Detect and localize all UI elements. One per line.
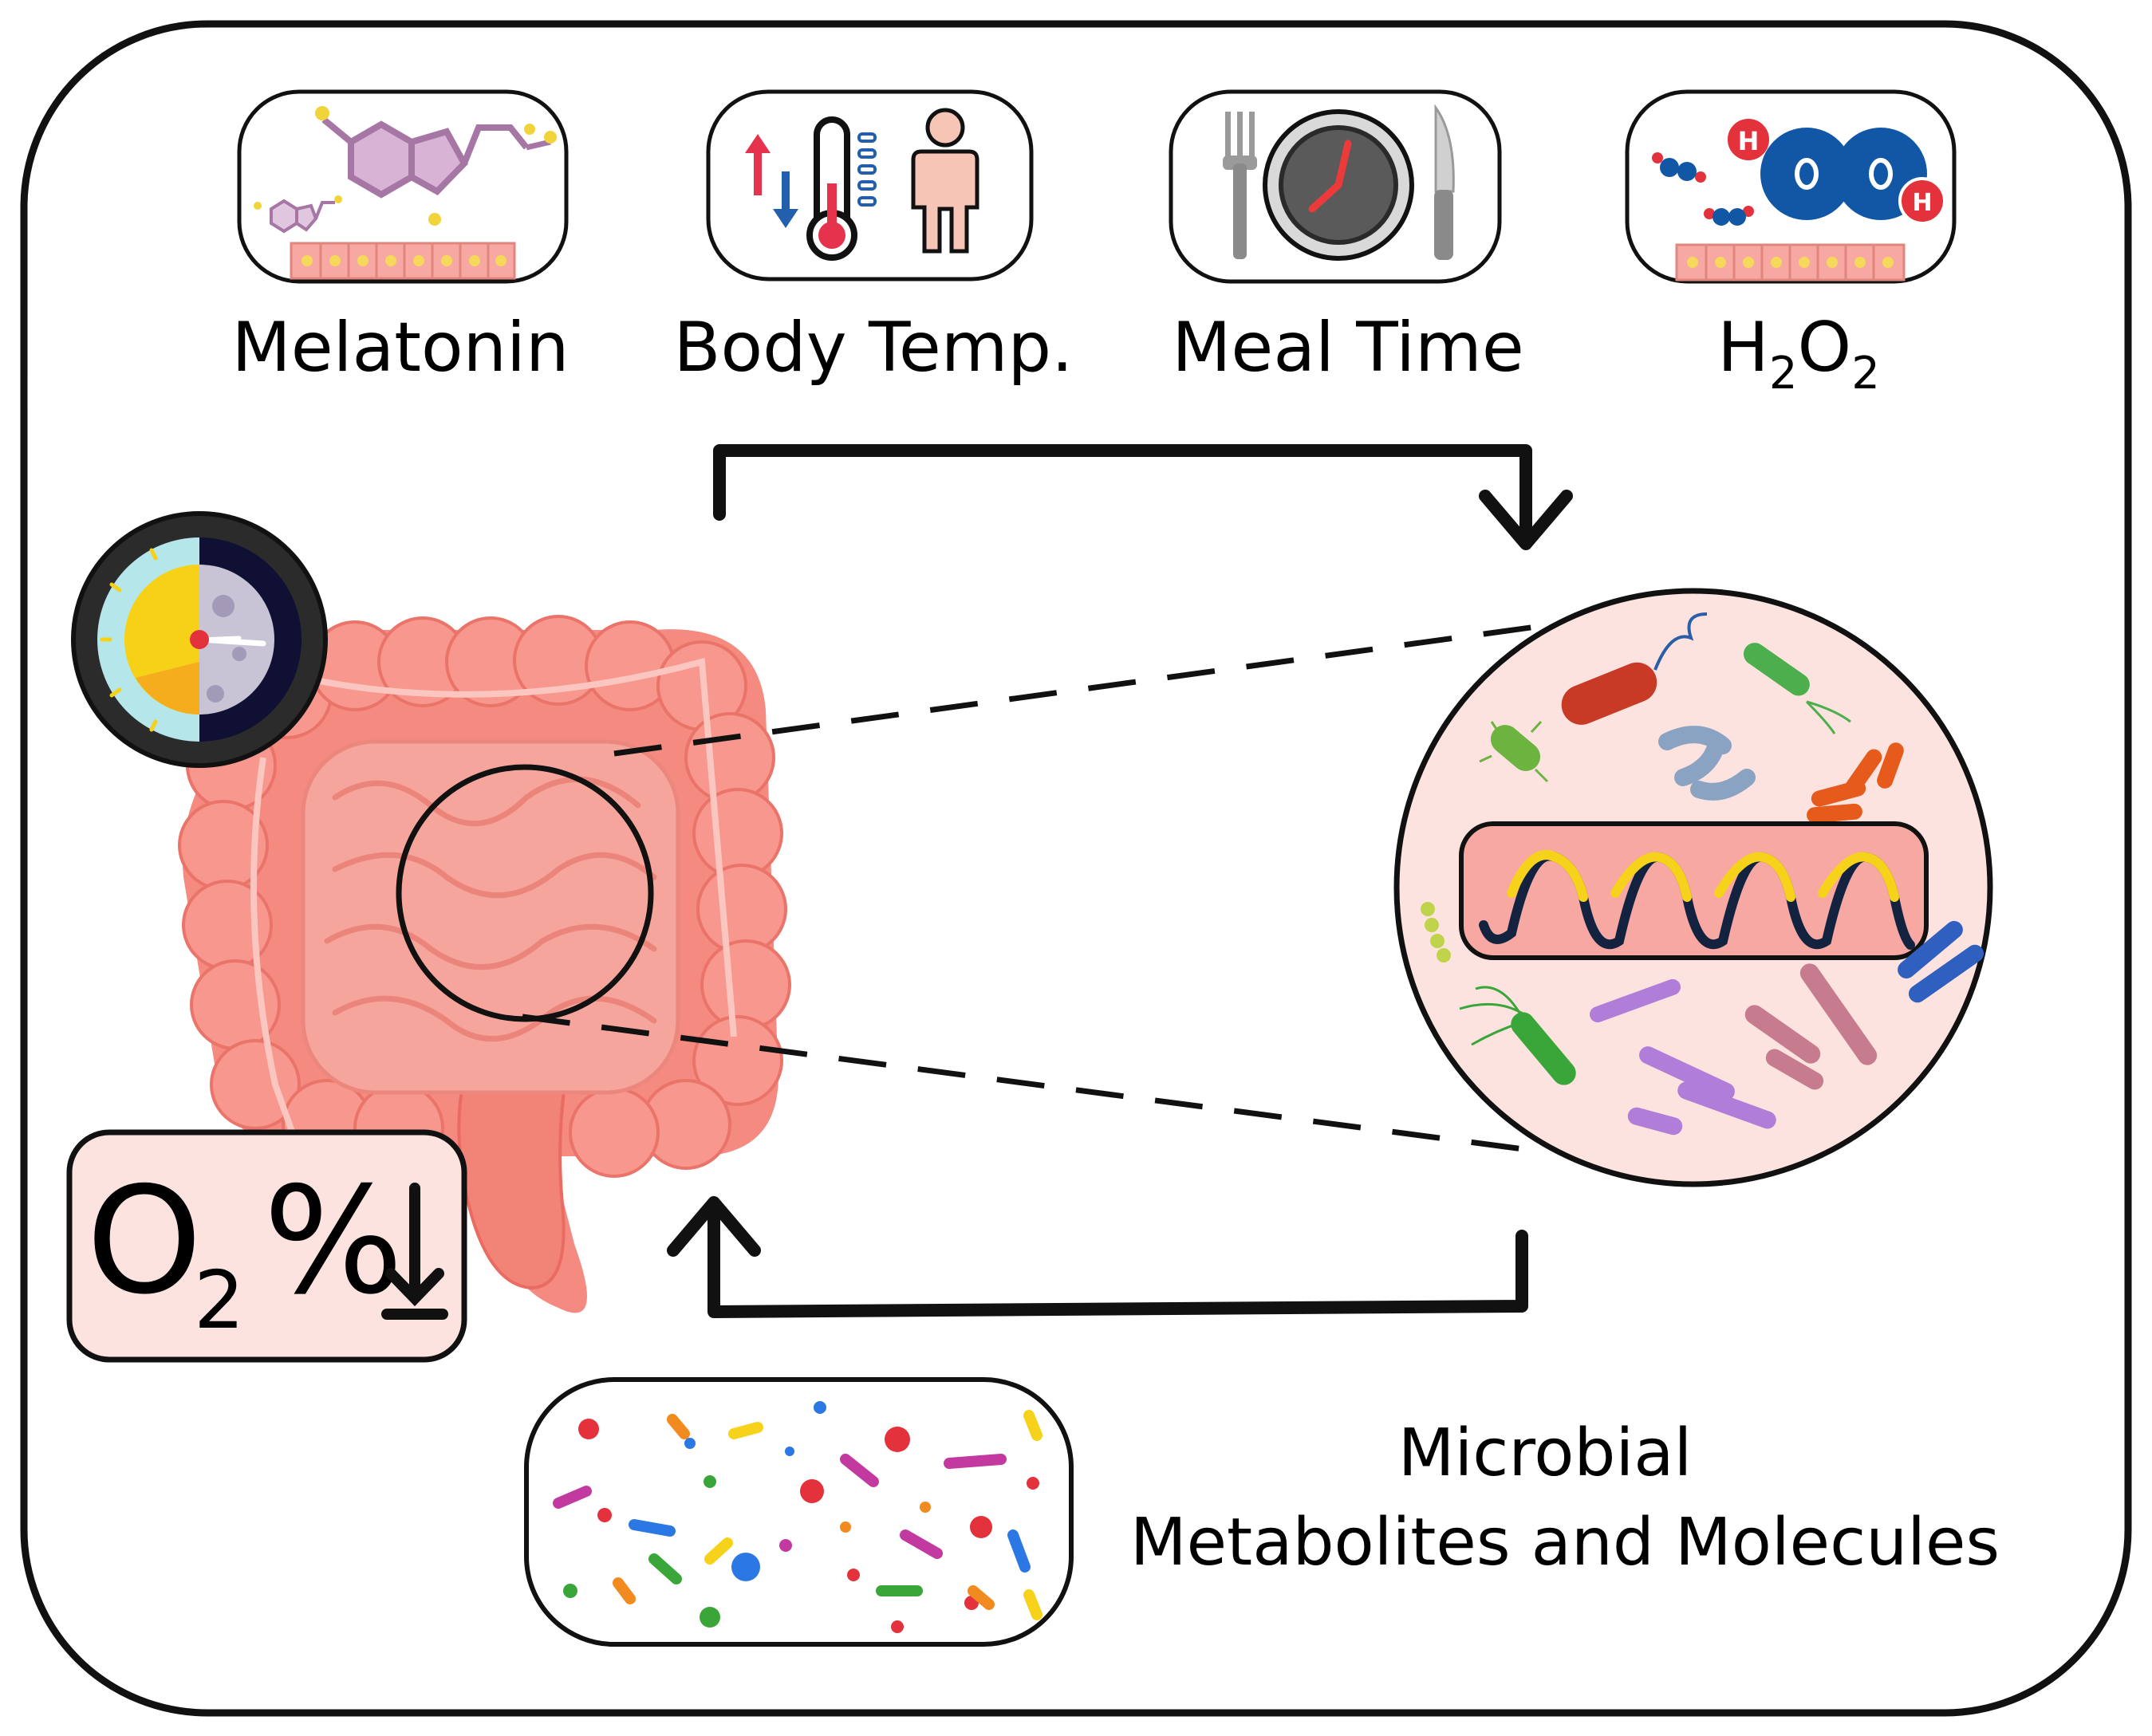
metabolite-particles-icon (553, 1401, 1042, 1633)
melatonin-box (237, 89, 569, 284)
h2o2-molecule-icon: H O H (1652, 116, 1946, 226)
knife-icon (1434, 104, 1455, 260)
human-body-icon (911, 108, 979, 254)
h2o2-label-sub2: 2 (1851, 348, 1880, 400)
meal-time-box (1169, 89, 1502, 284)
h2o2-icon-hydrogen-left: H (1738, 126, 1760, 156)
metabolites-box (524, 1377, 1074, 1647)
melatonin-label: Melatonin (232, 308, 570, 388)
vibrio-bacteria-gray-icon (1658, 726, 1756, 801)
thermometer-icon (806, 116, 877, 261)
epithelium-strip-icon (290, 242, 516, 280)
chain-bacteria-blue-icon (1898, 920, 1984, 1003)
h2o2-icon-hydrogen-right: H (1912, 189, 1932, 217)
chain-bacteria-purple-icon (1590, 978, 1776, 1136)
flagellated-bacterium-green-icon (1743, 643, 1851, 734)
metabolites-label-line2: Metabolites and Molecules (1130, 1505, 2000, 1581)
oxygen-symbol: O (86, 1155, 203, 1327)
h2o2-box: H O H (1625, 89, 1957, 284)
decrease-arrow-icon (381, 1183, 448, 1320)
zoom-dashed-lines (522, 620, 1560, 1154)
epithelium-strip-icon (1675, 243, 1906, 281)
oxygen-decrease-box: O 2 % (66, 1129, 467, 1363)
orange-rods-cluster-icon (1807, 742, 1904, 824)
circadian-oscillation-capsule (1459, 821, 1929, 960)
oxygen-subscript: 2 (194, 1254, 245, 1347)
fork-icon (1223, 112, 1257, 259)
bacterium-small-green-icon (1479, 720, 1549, 783)
body-temp-label: Body Temp. (674, 308, 1074, 388)
circadian-clock-icon (71, 511, 328, 768)
bottom-arrow (667, 1196, 1528, 1318)
top-arrow (713, 444, 1573, 550)
body-temp-box (706, 89, 1034, 281)
rod-bacterium-red-icon (1561, 612, 1708, 725)
plate-clock-icon (1263, 109, 1414, 261)
h2o2-label-h: H (1717, 308, 1769, 388)
chain-bacteria-yellow-green-icon (1421, 902, 1451, 962)
microbiome-zoom-circle (1393, 588, 1993, 1187)
meal-time-label: Meal Time (1172, 308, 1524, 388)
rod-bacteria-mauve-icon (1744, 963, 1878, 1090)
h2o2-label-o: O (1797, 308, 1851, 388)
melatonin-molecule-icon (254, 106, 557, 234)
h2o2-label-sub1: 2 (1769, 348, 1798, 400)
temperature-up-down-arrows-icon (745, 134, 798, 228)
helical-bacterium-green-icon (1459, 986, 1576, 1085)
oxygen-percent: % (263, 1155, 404, 1327)
h2o2-label: H2O2 (1717, 308, 1880, 400)
metabolites-label-line1: Microbial (1398, 1415, 1693, 1491)
